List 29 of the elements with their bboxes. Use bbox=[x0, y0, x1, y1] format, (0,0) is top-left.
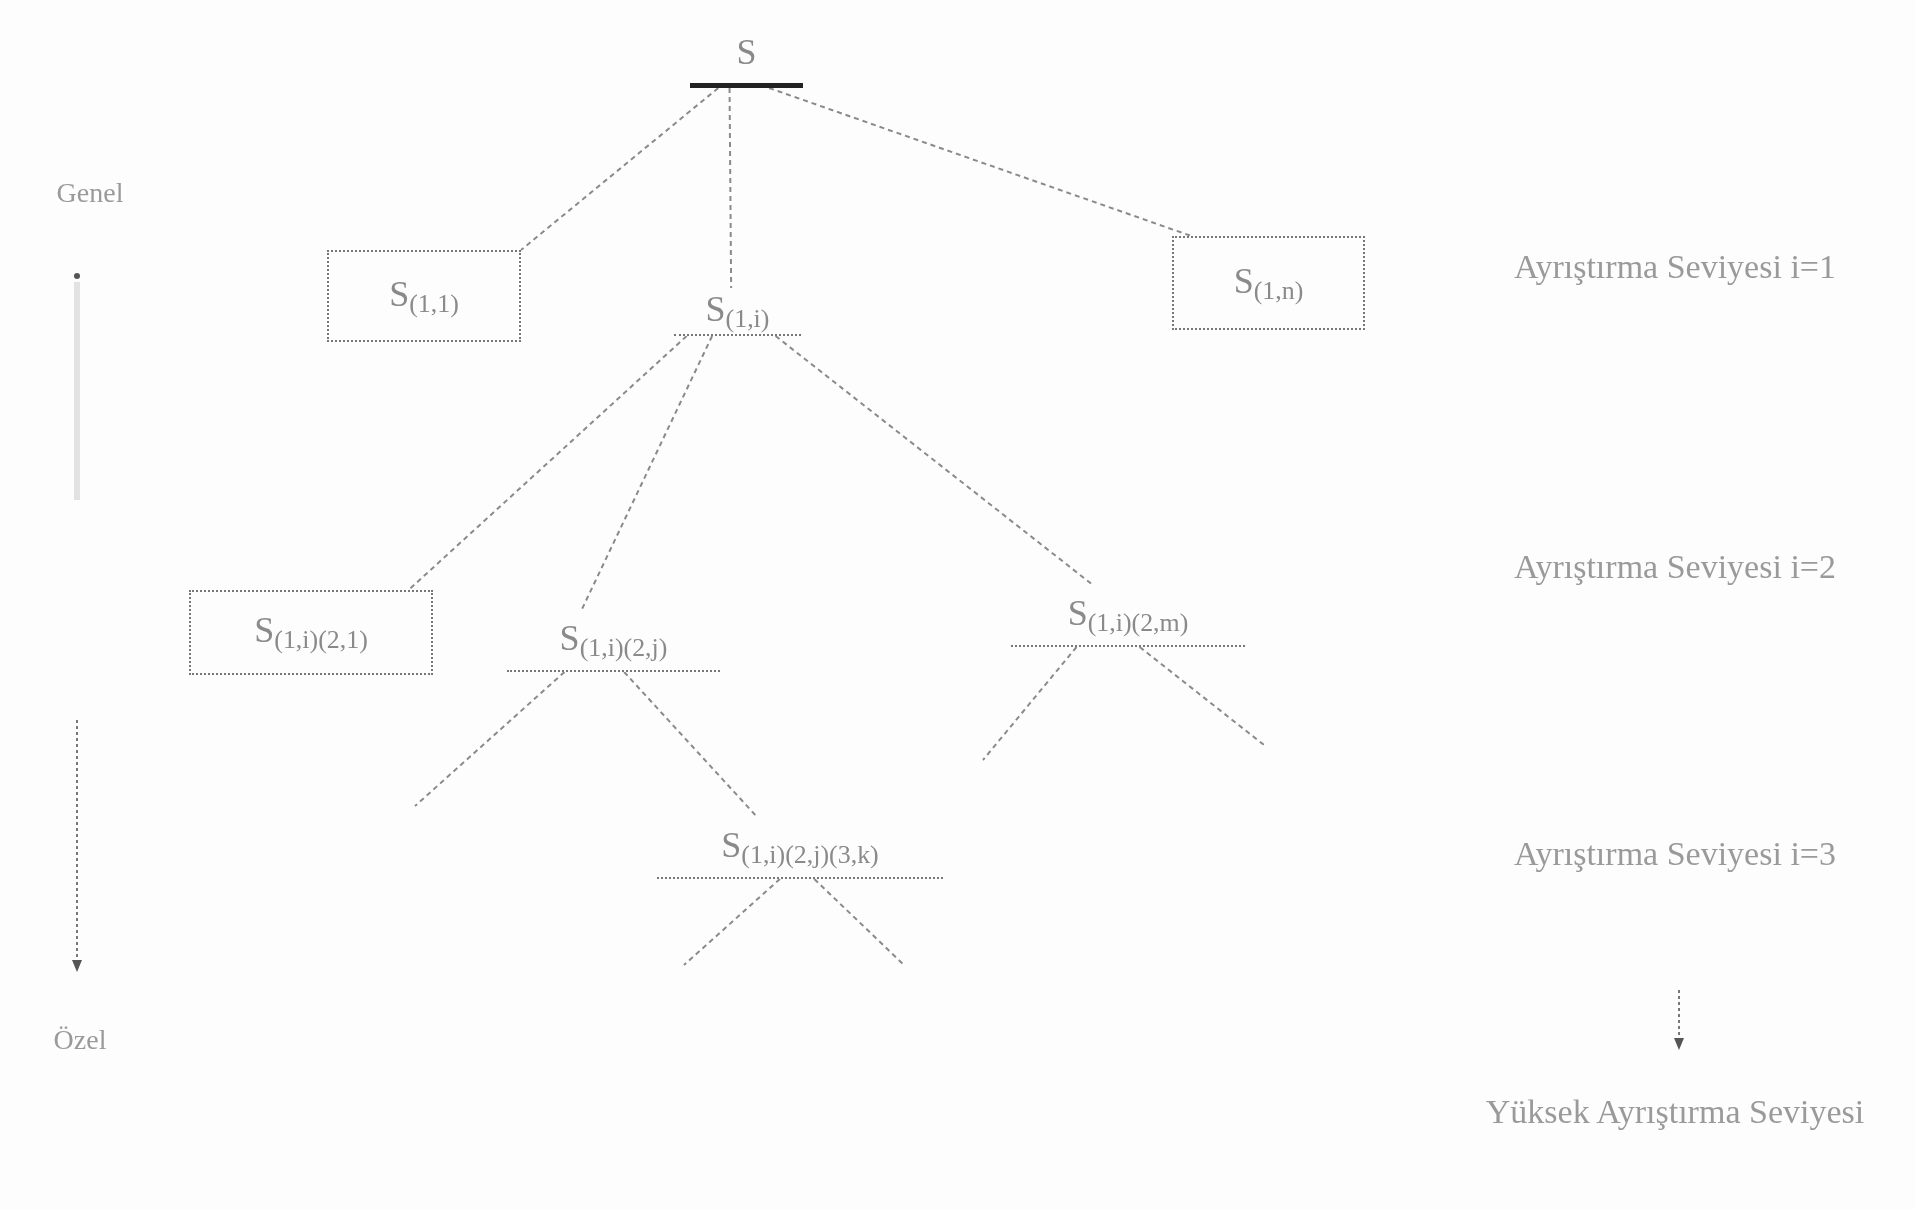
subset-label: S bbox=[736, 30, 757, 73]
subset-label: S$_{(1,i)(2,j)(3,k)}$ bbox=[721, 823, 879, 871]
subset-label: S$_{(1,i)(2,j)}$ bbox=[559, 616, 668, 664]
level-label: Ayrıştırma Seviyesi i=1 bbox=[1513, 247, 1837, 287]
subset-box bbox=[189, 590, 433, 675]
subset-label: S$_{(1,i)(2,m)}$ bbox=[1067, 591, 1189, 639]
connector-line bbox=[813, 878, 905, 966]
connector-line bbox=[520, 87, 720, 251]
connector-line bbox=[728, 87, 733, 289]
connector-line bbox=[623, 671, 759, 818]
connector-line bbox=[683, 878, 781, 966]
connector-line bbox=[768, 87, 1193, 237]
connector-line bbox=[580, 335, 714, 611]
connector-line bbox=[1138, 646, 1265, 746]
level-label: Genel bbox=[55, 176, 125, 210]
connector-line bbox=[774, 335, 1094, 586]
level-label: Özel bbox=[52, 1023, 108, 1057]
subset-label: S$_{(1,1)}$ bbox=[389, 272, 459, 320]
level-label: Ayrıştırma Seviyesi i=3 bbox=[1513, 834, 1837, 874]
subset-label: S$_{(1,i)(2,1)}$ bbox=[254, 609, 368, 656]
level-label: Yüksek Ayrıştırma Seviyesi bbox=[1484, 1092, 1866, 1132]
subset-box bbox=[1172, 236, 1365, 330]
subset-label: S$_{(1,n)}$ bbox=[1233, 259, 1304, 307]
subset-label: S$_{(1,i)}$ bbox=[705, 287, 770, 335]
connector-line bbox=[982, 646, 1078, 761]
connector-line bbox=[414, 671, 566, 807]
level-label: Ayrıştırma Seviyesi i=2 bbox=[1513, 547, 1837, 587]
connector-line bbox=[407, 335, 688, 591]
subset-box bbox=[327, 250, 521, 342]
